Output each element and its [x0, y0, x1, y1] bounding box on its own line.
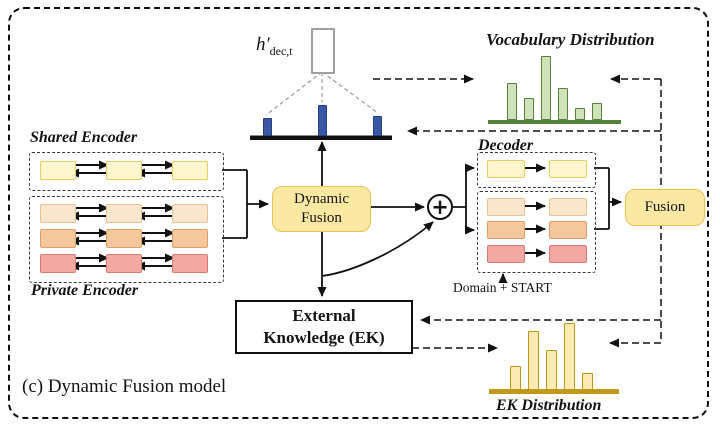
fusion-node-label: Fusion [644, 198, 686, 215]
external-knowledge-box: External Knowledge (EK) [235, 300, 413, 354]
domain-start-label: Domain + START [453, 280, 552, 295]
vocabulary-bar [558, 88, 568, 120]
vocabulary-distribution-title: Vocabulary Distribution [486, 30, 655, 49]
add-operator: + [427, 194, 453, 220]
hidden-state-rect [311, 28, 335, 74]
decoder-forward-arrows [524, 163, 546, 258]
shared-encoder-cell [106, 161, 142, 180]
external-knowledge-line1: External [292, 305, 356, 325]
vocabulary-bar [524, 98, 534, 120]
vocabulary-bar [575, 108, 585, 120]
private-encoder-cell [106, 229, 142, 248]
shared-encoder-cell [40, 161, 76, 180]
ek-chart-baseline [489, 389, 619, 394]
decoder-cell [487, 221, 525, 239]
ek-bar [546, 350, 557, 390]
decoder-cell [549, 160, 587, 178]
ek-bar-chart [510, 323, 593, 390]
attention-bar [373, 116, 382, 136]
hidden-state-label: h′dec,t [256, 34, 293, 59]
attention-bar [318, 105, 327, 136]
private-encoder-cell [106, 204, 142, 223]
external-knowledge-line2: Knowledge (EK) [263, 328, 385, 347]
private-encoder-box [29, 196, 224, 283]
private-encoder-cell [106, 254, 142, 273]
private-encoder-label: Private Encoder [31, 282, 139, 299]
fusion-node: Fusion [625, 189, 705, 226]
decoder-cell [487, 245, 525, 263]
softmax-line [250, 135, 392, 140]
hidden-state-prime: ′ [265, 34, 270, 55]
decoder-label: Decoder [478, 137, 534, 154]
figure-border [8, 7, 709, 419]
dynamic-fusion-line1: Dynamic [294, 190, 349, 207]
shared-encoder-label: Shared Encoder [30, 129, 138, 146]
decoder-cell [549, 245, 587, 263]
ek-bar [510, 366, 521, 390]
plus-icon: + [431, 194, 449, 219]
private-encoder-cell [40, 229, 76, 248]
private-encoder-cell [172, 204, 208, 223]
dynamic-fusion-node: Dynamic Fusion [272, 186, 371, 232]
figure-caption: (c) Dynamic Fusion model [22, 376, 227, 397]
private-encoder-cell [40, 204, 76, 223]
decoder-cell [487, 160, 525, 178]
hidden-state-sub: dec,t [269, 43, 293, 58]
ek-bar [582, 373, 593, 390]
vocabulary-bar [592, 103, 602, 120]
vocabulary-bar [507, 83, 517, 120]
ek-bar [564, 323, 575, 390]
decoder-private-box [477, 191, 596, 273]
shared-encoder-box [29, 152, 224, 191]
private-encoder-cell [172, 229, 208, 248]
shared-encoder-cell [172, 161, 208, 180]
decoder-cell [549, 198, 587, 216]
vocabulary-bar [541, 56, 551, 120]
vocabulary-bar-chart [507, 56, 602, 120]
vocabulary-chart-baseline [488, 120, 621, 124]
ek-bar [528, 331, 539, 390]
decoder-cell [487, 198, 525, 216]
solid-arrows [222, 141, 622, 297]
attention-bar [263, 118, 272, 136]
ek-distribution-title: EK Distribution [496, 397, 602, 414]
decoder-shared-box [477, 152, 596, 188]
attention-bar-chart [263, 105, 382, 136]
hidden-state-base: h [256, 34, 266, 55]
attention-fan-lines [265, 71, 379, 116]
decoder-cell [549, 221, 587, 239]
private-encoder-cell [172, 254, 208, 273]
dynamic-fusion-line2: Fusion [301, 210, 342, 226]
private-encoder-cell [40, 254, 76, 273]
